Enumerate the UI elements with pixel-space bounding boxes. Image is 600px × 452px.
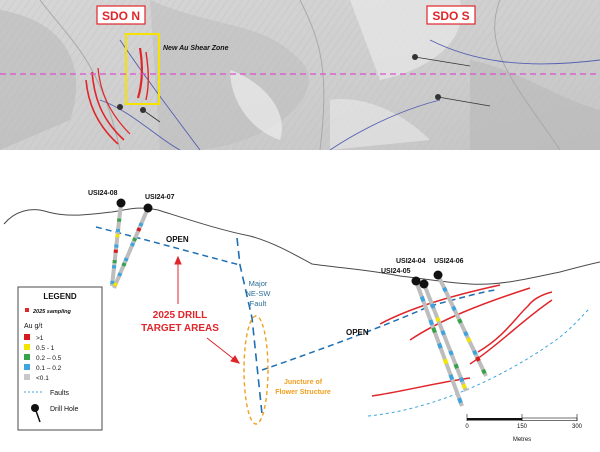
drill-hole-trace bbox=[422, 283, 468, 392]
assay-interval bbox=[138, 222, 144, 227]
assay-interval bbox=[132, 237, 138, 242]
svg-text:Faults: Faults bbox=[50, 390, 70, 397]
legend-swatch bbox=[24, 334, 30, 340]
drill-label-usi24-04: USI24-04 bbox=[396, 258, 426, 265]
legend-grade-label: <0.1 bbox=[36, 375, 49, 382]
legend-grade-label: 0.1 – 0.2 bbox=[36, 365, 62, 372]
legend-grades: >1 0.5 - 1 0.2 – 0.5 0.1 – 0.2 <0.1 bbox=[24, 334, 62, 382]
svg-text:LEGEND: LEGEND bbox=[43, 292, 77, 301]
flower-structure-label: Juncture of Flower Structure bbox=[275, 379, 331, 396]
svg-text:Fault: Fault bbox=[250, 299, 268, 308]
drill-collar bbox=[411, 276, 421, 286]
legend-swatch bbox=[24, 364, 30, 370]
scale-bar: 0 150 300 Metres bbox=[465, 414, 583, 443]
assay-interval bbox=[457, 318, 463, 324]
shear-zone-label: New Au Shear Zone bbox=[163, 45, 229, 52]
assay-interval bbox=[453, 363, 459, 369]
assay-interval bbox=[457, 397, 463, 404]
target-areas-label: 2025 DRILL TARGET AREAS bbox=[141, 310, 219, 334]
svg-text:SDO N: SDO N bbox=[102, 9, 140, 23]
assay-interval bbox=[130, 242, 135, 247]
sdo-n-label: SDO N bbox=[96, 5, 146, 25]
legend: LEGEND 2025 sampling Au g/t >1 0.5 - 1 0.2… bbox=[17, 286, 103, 431]
assay-interval bbox=[461, 383, 467, 390]
open-label-left: OPEN bbox=[166, 235, 189, 244]
assay-interval bbox=[442, 358, 449, 365]
assay-interval bbox=[113, 282, 118, 287]
open-label-right: OPEN bbox=[346, 328, 369, 337]
sdo-n-red-veins bbox=[85, 47, 149, 145]
svg-text:NE-SW: NE-SW bbox=[246, 289, 272, 298]
assay-interval bbox=[481, 368, 487, 375]
assay-interval bbox=[475, 356, 481, 362]
topography-line bbox=[3, 207, 600, 285]
drill-collar bbox=[419, 279, 429, 289]
svg-text:150: 150 bbox=[517, 424, 528, 430]
assay-interval bbox=[437, 342, 443, 349]
legend-grade-label: 0.2 – 0.5 bbox=[36, 355, 62, 362]
drill-collar bbox=[143, 203, 153, 213]
assay-interval bbox=[419, 295, 426, 303]
assay-interval bbox=[466, 337, 472, 343]
major-fault-label: Major NE-SW Fault bbox=[246, 279, 272, 308]
assay-interval bbox=[440, 330, 446, 336]
svg-text:2025 DRILL: 2025 DRILL bbox=[153, 310, 207, 321]
assay-interval bbox=[136, 227, 142, 232]
minor-fault bbox=[367, 307, 591, 417]
plan-drill-collars bbox=[117, 54, 491, 123]
drill-collar bbox=[116, 198, 126, 208]
svg-text:Drill Hole: Drill Hole bbox=[50, 406, 79, 413]
drill-label-usi24-05: USI24-05 bbox=[381, 268, 411, 275]
svg-text:Metres: Metres bbox=[513, 437, 531, 443]
drill-label-usi24-06: USI24-06 bbox=[434, 258, 464, 265]
assay-interval bbox=[430, 303, 436, 309]
svg-text:TARGET AREAS: TARGET AREAS bbox=[141, 323, 219, 334]
assay-interval bbox=[463, 330, 469, 337]
legend-swatch bbox=[24, 354, 30, 360]
assay-interval bbox=[448, 374, 455, 381]
svg-text:300: 300 bbox=[572, 424, 583, 430]
plan-view-map: SDO N SDO S New Au Shear Zone bbox=[0, 0, 600, 151]
drill-holes bbox=[110, 198, 488, 407]
legend-grade-label: 0.5 - 1 bbox=[36, 345, 55, 352]
svg-text:0: 0 bbox=[465, 424, 469, 430]
new-shear-zone-box bbox=[125, 33, 160, 105]
assay-interval bbox=[121, 262, 127, 267]
drill-label-usi24-08: USI24-08 bbox=[88, 190, 118, 197]
assay-interval bbox=[435, 316, 441, 323]
drill-label-usi24-07: USI24-07 bbox=[145, 194, 175, 201]
assay-interval bbox=[117, 272, 123, 277]
sdo-s-label: SDO S bbox=[426, 5, 476, 25]
blue-faults bbox=[95, 226, 496, 415]
assay-interval bbox=[431, 327, 437, 334]
assay-interval bbox=[123, 257, 129, 262]
legend-swatch bbox=[24, 374, 30, 380]
svg-text:2025 sampling: 2025 sampling bbox=[32, 309, 72, 315]
cross-section: USI24-08 USI24-07 USI24-04 USI24-05 USI2… bbox=[3, 190, 600, 443]
assay-interval bbox=[472, 349, 478, 356]
assay-interval bbox=[442, 286, 448, 293]
assay-interval bbox=[451, 305, 457, 312]
assay-interval bbox=[448, 350, 454, 356]
svg-text:Major: Major bbox=[249, 279, 268, 288]
drill-collar bbox=[433, 270, 443, 280]
flower-structure-ellipse bbox=[243, 315, 269, 425]
legend-grade-label: >1 bbox=[36, 335, 44, 342]
assay-interval bbox=[428, 319, 434, 326]
svg-text:Juncture of: Juncture of bbox=[284, 379, 323, 386]
target-arrows bbox=[174, 255, 241, 364]
svg-text:Flower Structure: Flower Structure bbox=[275, 389, 331, 396]
assay-interval bbox=[458, 376, 465, 383]
legend-swatch bbox=[24, 344, 30, 350]
svg-text:SDO S: SDO S bbox=[432, 9, 469, 23]
svg-text:Au g/t: Au g/t bbox=[24, 323, 42, 330]
